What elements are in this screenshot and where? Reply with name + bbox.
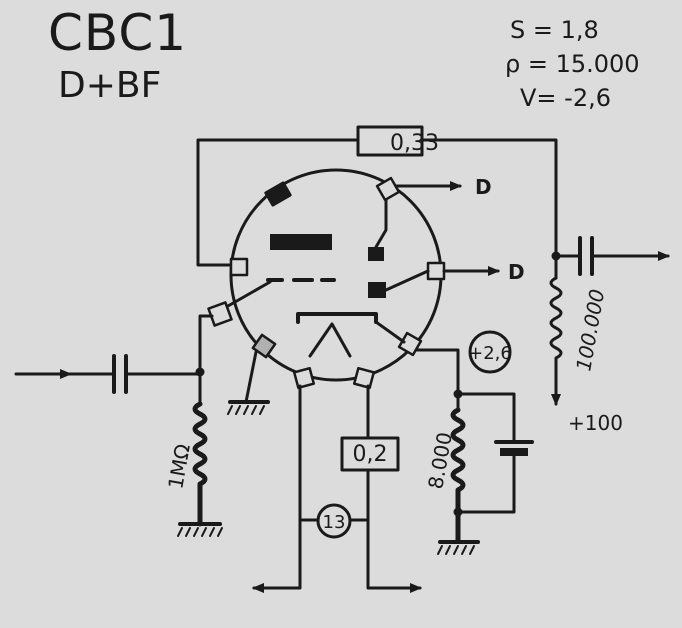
cathode bbox=[296, 312, 378, 324]
pin-3 bbox=[397, 331, 423, 357]
heater-lead-right bbox=[366, 384, 422, 593]
internal-lead-diode1 bbox=[374, 198, 388, 249]
grid-wire bbox=[126, 314, 214, 376]
cathode-voltage-circle bbox=[468, 330, 512, 374]
diode-output-b-label: D bbox=[508, 260, 525, 284]
anode-top bbox=[264, 181, 292, 207]
heater-pin-label: 13 bbox=[323, 512, 346, 533]
pin-6 bbox=[229, 257, 249, 277]
tube-function: D+BF bbox=[58, 65, 162, 106]
screen-value-label: 0,2 bbox=[353, 442, 388, 467]
diode-anode-1 bbox=[368, 247, 384, 261]
internal-lead-diode2 bbox=[384, 269, 430, 292]
shield-ground-wire bbox=[244, 350, 258, 404]
param-v: V= -2,6 bbox=[520, 84, 611, 112]
plate-resistor-coil bbox=[549, 276, 563, 370]
shield-ground-hatch bbox=[227, 405, 265, 415]
pin-5 bbox=[292, 366, 316, 390]
anode-plate bbox=[270, 234, 332, 250]
bypass-wire bbox=[456, 392, 516, 442]
internal-lead-grid bbox=[226, 280, 272, 308]
cathode-bottom-node bbox=[453, 507, 463, 517]
cathode-resistor-label: 8.000 bbox=[423, 430, 457, 491]
plate-coupling-value: 0,33 bbox=[390, 131, 439, 156]
tube-pins bbox=[207, 176, 446, 390]
supply-label: +100 bbox=[568, 411, 623, 435]
cathode-voltage-label: +2,6 bbox=[468, 343, 512, 364]
screen-box bbox=[340, 436, 400, 472]
feedback-wire bbox=[196, 138, 558, 267]
grid-resistor-label: 1MΩ bbox=[163, 442, 194, 491]
cathode-resistor-coil bbox=[450, 407, 466, 543]
param-s: S = 1,8 bbox=[510, 16, 599, 44]
diode-output-a-label: D bbox=[475, 175, 492, 199]
pin-shielded bbox=[251, 333, 277, 359]
internal-lead-cathode bbox=[374, 320, 406, 344]
heater-pin-circle bbox=[316, 503, 352, 539]
heater bbox=[308, 322, 352, 358]
coupling-capacitor-box bbox=[356, 125, 424, 157]
grid-ground-hatch bbox=[177, 527, 223, 537]
pin-2 bbox=[426, 261, 446, 281]
cathode-wire bbox=[414, 348, 460, 396]
grid-resistor-coil bbox=[192, 401, 208, 527]
plate-resistor-label: 100.000 bbox=[571, 287, 609, 373]
cathode-ground-hatch bbox=[437, 545, 475, 555]
param-rho: ρ = 15.000 bbox=[505, 50, 640, 78]
heater-lead-left bbox=[252, 384, 302, 593]
tube-title: CBC1 bbox=[48, 4, 188, 62]
bypass-wire-bottom bbox=[456, 454, 516, 514]
pin-4 bbox=[352, 366, 376, 390]
bypass-capacitor-body bbox=[500, 448, 528, 456]
diode-anode-2 bbox=[368, 282, 386, 298]
